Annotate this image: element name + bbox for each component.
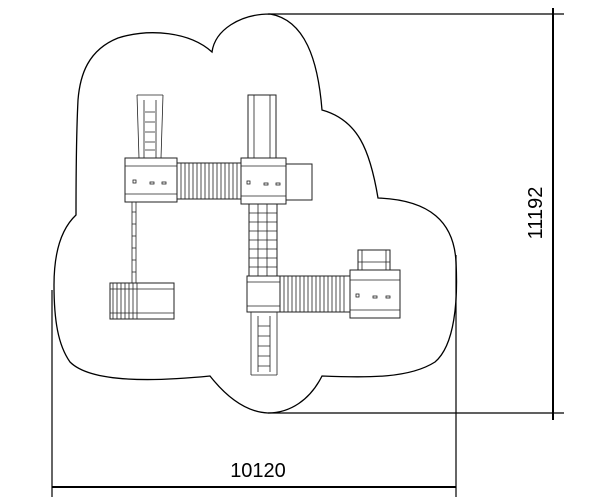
ramp-top-center xyxy=(247,94,277,159)
tower-bottom-center xyxy=(246,275,281,313)
height-label: 11192 xyxy=(525,187,547,240)
net-bridge-vertical xyxy=(248,203,278,277)
bridge-lower xyxy=(279,275,351,313)
tower-center xyxy=(240,157,313,205)
safety-zone-outline xyxy=(53,13,458,414)
slide-top-left xyxy=(136,94,164,159)
width-dimension: 10120 xyxy=(51,255,457,497)
tower-right xyxy=(349,249,401,319)
width-label: 10120 xyxy=(230,460,286,482)
rope-ladder-left xyxy=(131,202,137,285)
height-dimension: 11192 xyxy=(268,8,564,420)
bridge-upper xyxy=(176,162,242,200)
slide-bottom xyxy=(250,312,278,376)
tower-left xyxy=(124,157,178,203)
platform-bottom-left xyxy=(109,282,175,320)
